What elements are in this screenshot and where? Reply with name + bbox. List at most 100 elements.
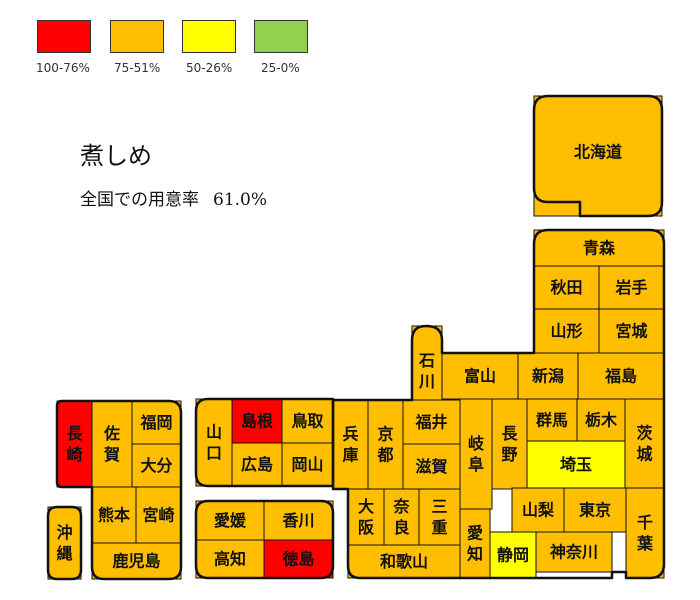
national-rate-label: 全国での用意率 [80,190,199,210]
prefecture-label: 宮城 [615,322,647,341]
prefecture-cell [459,508,491,579]
prefecture-label: 長 [501,424,518,443]
prefecture-label: 神奈川 [550,543,598,562]
prefecture-cell [402,443,461,490]
prefecture-label: 兵 [342,425,358,444]
prefecture-label: 愛 [467,524,483,543]
prefecture-12 [131,400,182,445]
prefecture-label: 山梨 [522,501,555,520]
prefecture-label: 大分 [140,456,172,475]
prefecture-31 [624,398,665,489]
prefecture-label: 高知 [214,550,246,569]
legend-swatch-50-26 [182,20,236,53]
prefecture-label: 新潟 [532,367,564,386]
prefecture-cell [91,400,133,488]
prefecture-11 [91,400,133,488]
prefecture-cell [135,486,182,544]
prefecture-cell [195,398,233,487]
prefecture-36 [347,488,385,546]
prefecture-label: 広島 [241,455,273,474]
prefecture-label: 徳島 [281,550,314,569]
prefecture-41 [535,531,613,573]
prefecture-label: 大 [358,497,374,516]
legend-label-100-76: 100-76% [36,61,90,75]
prefecture-label: 阜 [468,455,484,474]
prefecture-cell [491,398,528,490]
prefecture-label: 福島 [604,367,637,386]
prefecture-label: 佐 [103,424,120,443]
prefecture-cell [489,531,537,579]
prefecture-cell [281,442,334,487]
prefecture-20 [281,398,334,444]
prefecture-label: 崎 [66,445,82,464]
prefecture-cell [625,487,665,579]
prefecture-28 [491,398,528,490]
hokkaido-border [532,94,664,218]
prefecture-cell [402,399,461,445]
prefecture-label: 賀 [103,445,120,464]
prefecture-label: 口 [206,444,222,463]
prefecture-18 [195,398,233,487]
prefecture-label: 千 [637,513,653,532]
shikoku-border [194,499,335,580]
legend-swatch-100-76 [37,20,91,53]
prefecture-label: 城 [636,445,652,464]
prefecture-label: 福井 [414,413,447,432]
legend-swatch-25-0 [254,20,308,53]
national-rate-value: 61.0% [213,190,268,210]
prefecture-label: 岐 [468,434,484,453]
prefecture-label: 石 [418,351,435,370]
prefecture-label: 静岡 [497,546,529,565]
prefecture-9 [577,352,665,400]
prefecture-label: 都 [376,446,393,465]
prefecture-cell [281,398,334,444]
prefecture-27 [459,398,493,510]
prefecture-26 [402,443,461,490]
prefecture-label: 三 [431,497,447,516]
prefecture-40 [489,531,537,579]
prefecture-label: 縄 [56,544,72,563]
prefecture-label: 京 [377,425,393,444]
prefecture-cell [332,399,369,490]
okinawa-border [46,505,83,581]
prefecture-8 [517,352,579,400]
prefecture-label: 青森 [583,239,616,258]
prefecture-10 [56,400,93,488]
prefecture-label: 知 [467,545,483,564]
prefecture-24 [367,399,404,490]
prefecture-cell [347,544,461,579]
prefecture-cell [441,352,519,400]
prefecture-label: 阪 [358,518,375,537]
prefecture-label: 岡山 [291,455,323,474]
prefecture-7 [441,352,519,400]
kyushu-border [55,399,183,581]
prefecture-39 [459,508,491,579]
prefecture-label: 鹿児島 [112,552,160,571]
prefecture-cell [535,531,613,573]
prefecture-15 [135,486,182,544]
prefecture-label: 鳥取 [291,412,323,431]
chugoku-border [194,397,335,488]
prefecture-label: 福岡 [139,413,172,432]
prefecture-0 [533,95,663,217]
prefecture-label: 滋賀 [415,457,447,476]
prefecture-cell [131,443,182,488]
prefecture-42 [347,544,461,579]
prefecture-cell [577,352,665,400]
map-title: 煮しめ [80,142,152,170]
prefecture-cell [533,95,663,217]
prefecture-label: 富山 [464,367,496,386]
prefecture-cell [231,442,283,487]
prefecture-label: 長 [66,424,83,443]
prefecture-label: 栃木 [585,411,618,430]
prefecture-35 [625,487,665,579]
prefecture-label: 茨 [636,424,652,443]
prefecture-label: 熊本 [98,506,130,525]
legend-label-75-51: 75-51% [114,61,161,75]
prefecture-29 [526,398,578,442]
prefecture-cell [56,400,93,488]
prefecture-cell [367,399,404,490]
prefecture-cell [563,487,627,533]
prefecture-34 [563,487,627,533]
prefecture-cell [131,400,182,445]
